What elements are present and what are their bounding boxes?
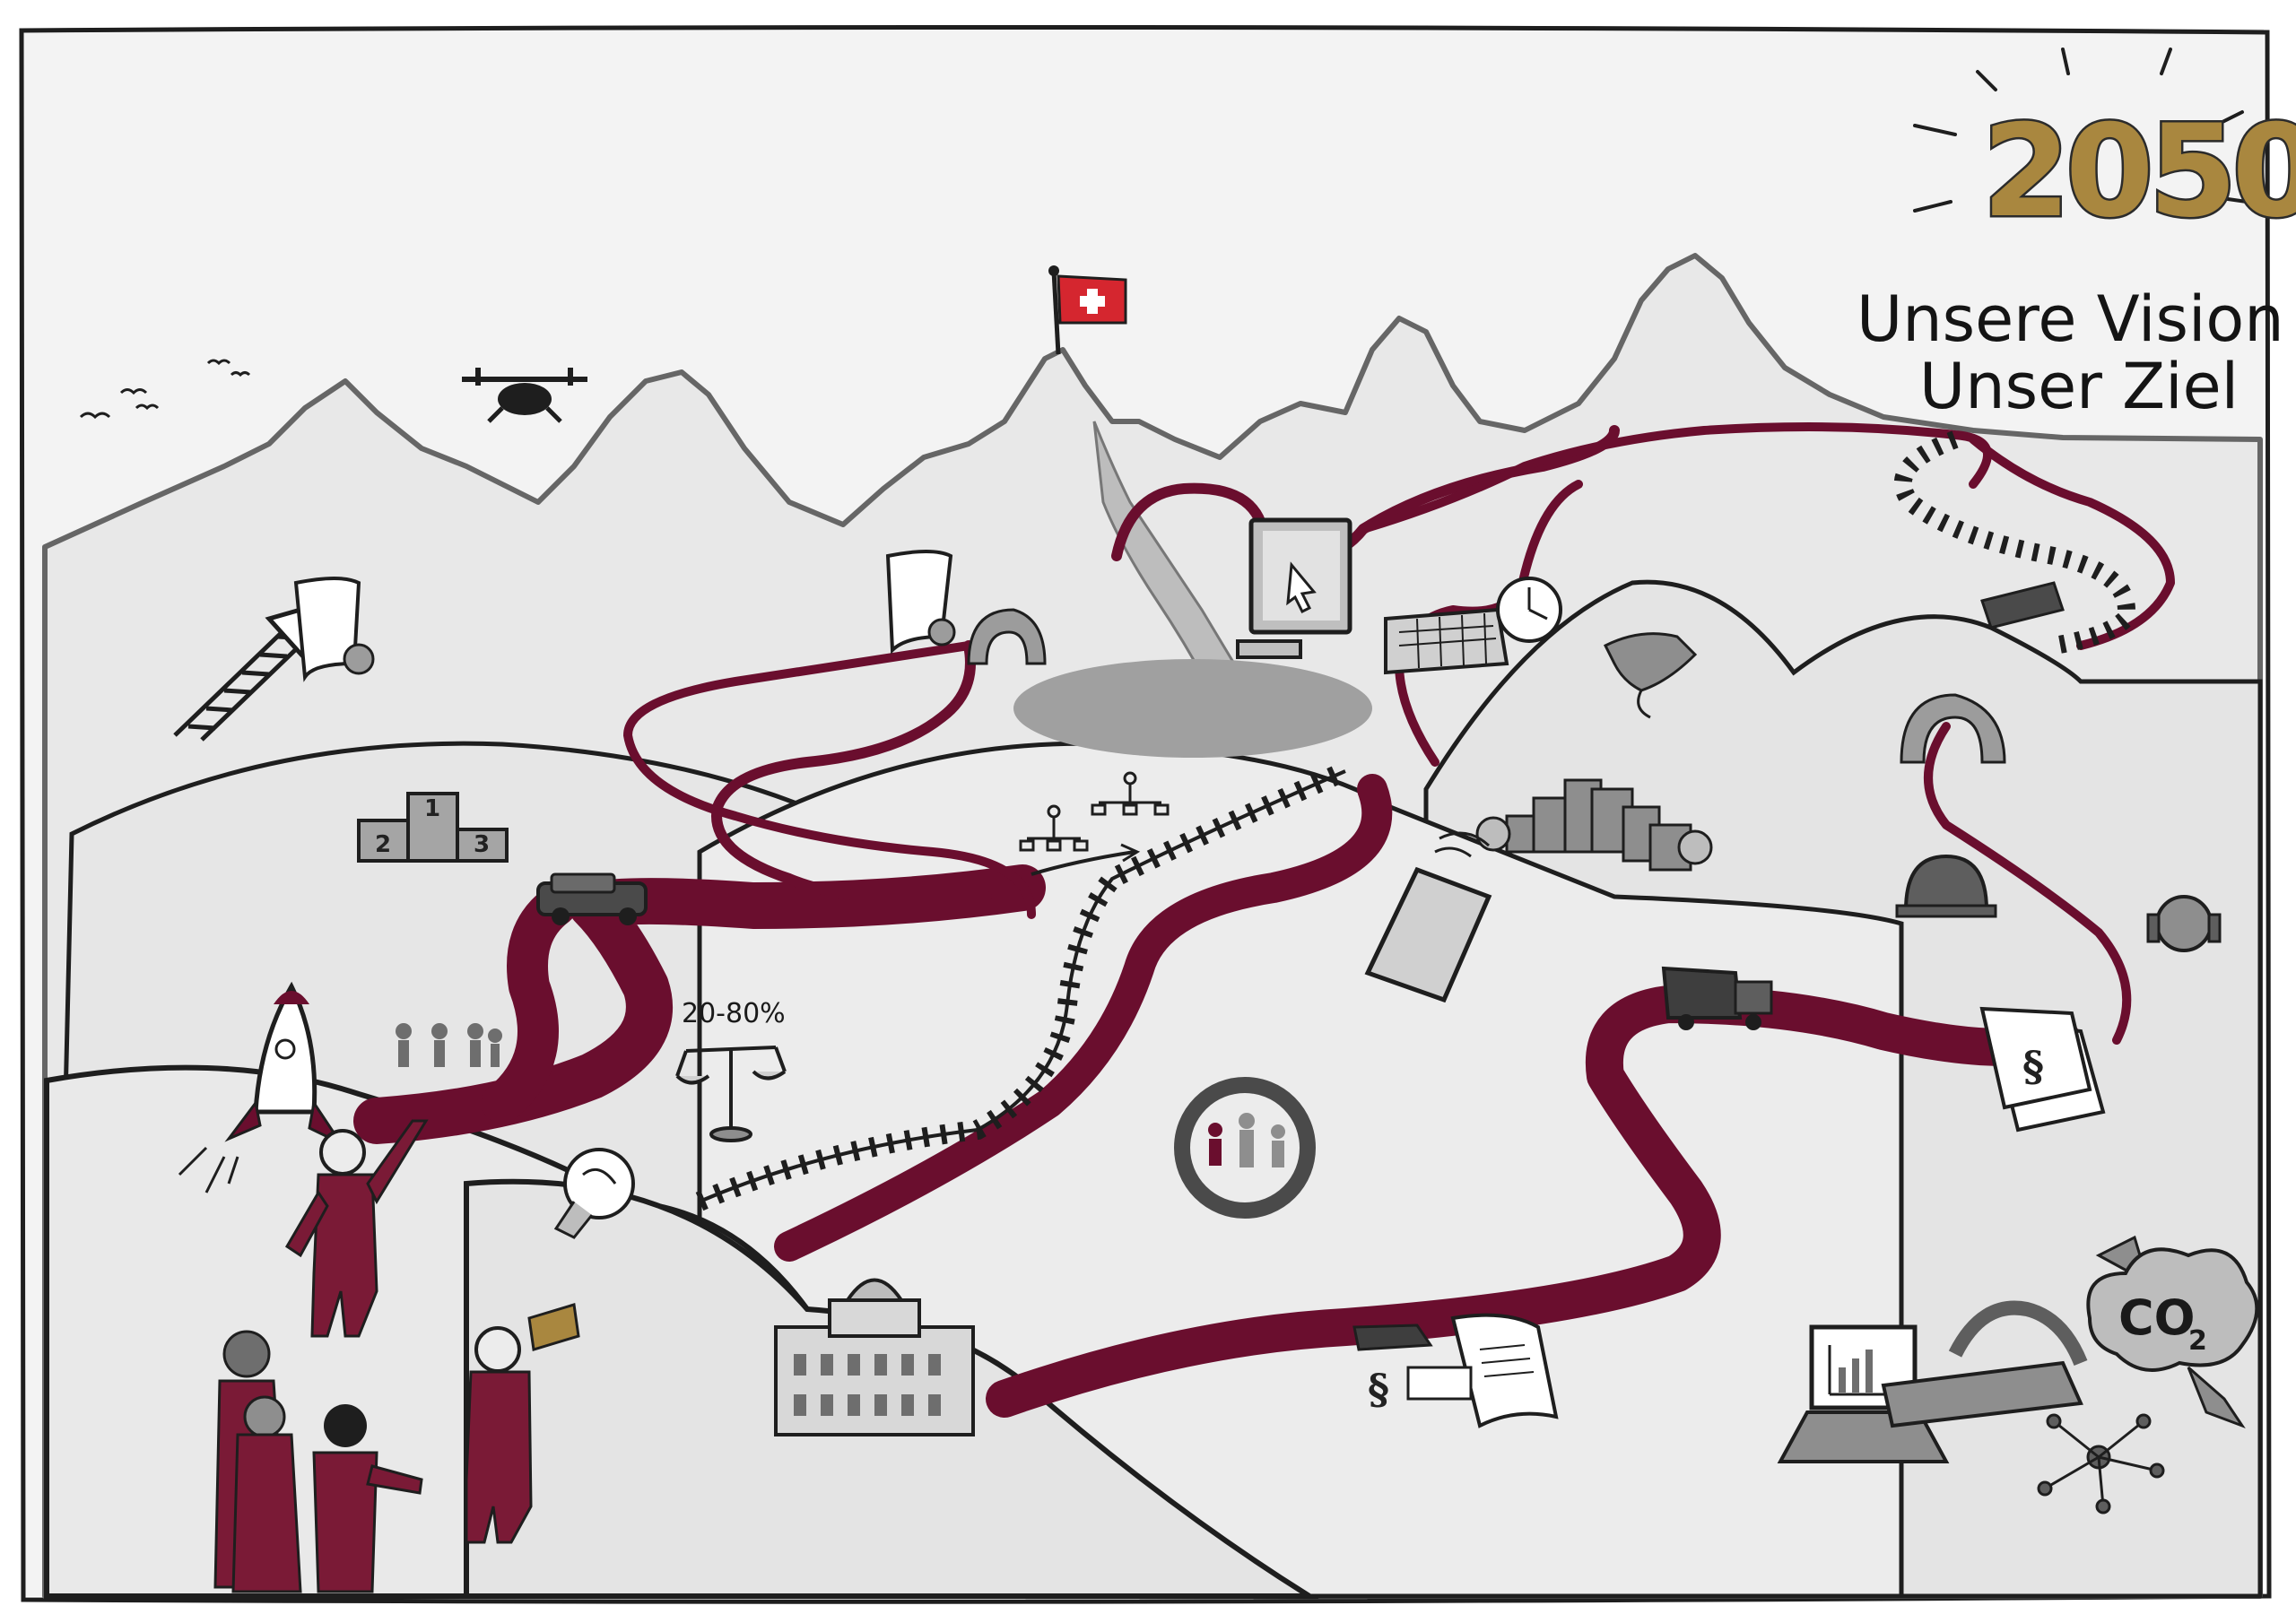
contract-scroll-icon	[885, 550, 956, 655]
tunnel-icon	[967, 608, 1047, 665]
podium-third-label: 3	[474, 831, 490, 858]
drone-icon	[462, 368, 587, 423]
sunburst-rays	[1913, 48, 2248, 213]
path-thin-right	[1395, 480, 1583, 767]
parliament-building-icon	[774, 1278, 975, 1436]
path-thin-far-right	[1924, 722, 2132, 1045]
train-icon	[1980, 581, 2065, 629]
tunnel-right-icon	[1900, 693, 2006, 764]
vision-line-1: Unsere Vision	[1857, 282, 2284, 356]
figure-binoculars	[465, 1303, 580, 1544]
scale-range-label: 20-80%	[682, 998, 786, 1029]
podium-icon: 1 2 3	[357, 792, 509, 863]
vision-line-2: Unser Ziel	[1919, 350, 2239, 423]
people-icon	[396, 1023, 502, 1067]
org-chart-icon	[1019, 771, 1170, 876]
car-icon	[536, 872, 648, 925]
path-center-long	[774, 774, 1393, 1262]
cycle-of-generations-icon	[1174, 1077, 1316, 1219]
rocket-icon	[178, 981, 345, 1193]
birds-icon	[79, 359, 251, 420]
monitor-icon	[1236, 517, 1352, 659]
clock-icon	[1496, 577, 1562, 643]
contract-paragraph-sign: §	[1368, 1365, 1389, 1413]
figure-group	[213, 1330, 423, 1593]
pipeline-icon	[1881, 1300, 2088, 1428]
lightbulb-icon	[553, 1148, 635, 1239]
rail-track-center-edge	[699, 769, 1346, 1203]
sheet-frame	[19, 24, 2272, 1604]
swiss-flag-icon	[1048, 265, 1127, 355]
path-thin-summit	[1359, 422, 1992, 534]
dark-hill-mound	[1013, 659, 1372, 758]
podium-second-label: 2	[375, 831, 391, 858]
path-thin-left-loop	[711, 640, 992, 905]
contract-icon: §	[1352, 1313, 1559, 1428]
handshake-icon	[1603, 632, 1698, 719]
network-icon	[2037, 1413, 2165, 1515]
tablet-icon	[1364, 831, 1492, 1003]
path-thin-right-loop	[1969, 435, 2175, 650]
podium-first-label: 1	[424, 795, 440, 822]
village-icon	[1475, 778, 1713, 872]
co2-subscript-label: 2	[2188, 1325, 2207, 1357]
path-bottom	[986, 985, 2082, 1418]
year-2050-title: 2050	[1982, 98, 2296, 246]
figure-pointing	[284, 1119, 429, 1338]
path-main-left	[353, 864, 1046, 1144]
truck-icon	[1661, 966, 1773, 1030]
co2-cloud-icon: CO 2	[2086, 1235, 2259, 1429]
path-from-car	[482, 885, 577, 1124]
calendar-icon	[1384, 607, 1509, 675]
diploma-icon	[293, 577, 375, 682]
headset-icon	[2146, 895, 2222, 952]
co2-label: CO	[2118, 1289, 2196, 1346]
law-book-icon: §	[1979, 1006, 2106, 1133]
paragraph-sign-label: §	[2022, 1042, 2044, 1090]
balance-scale-icon	[675, 1046, 787, 1142]
path-thin-mountain	[623, 641, 1036, 919]
hardhat-icon	[1895, 854, 1997, 918]
